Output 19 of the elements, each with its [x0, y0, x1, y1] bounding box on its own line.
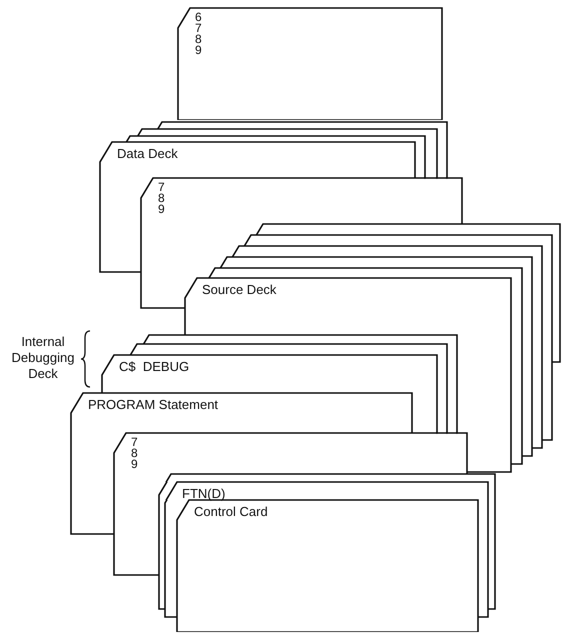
card-label: C$ DEBUG [119, 360, 190, 374]
punched-card [70, 392, 413, 433]
punched-card [99, 141, 416, 178]
punched-card [184, 277, 512, 335]
card-label: FTN(D) [182, 487, 226, 501]
card-label: Data Deck [117, 147, 178, 161]
row-numbers: 7 8 9 [158, 182, 166, 215]
punched-card [176, 499, 479, 632]
punched-card [177, 7, 443, 120]
punched-card [113, 432, 468, 474]
card-label: Control Card [194, 505, 268, 519]
row-numbers: 6 7 8 9 [195, 12, 203, 56]
card-label: Source Deck [202, 283, 276, 297]
punched-card [101, 354, 438, 393]
bracket-label: Internal Debugging Deck [10, 334, 76, 382]
row-numbers: 7 8 9 [131, 437, 139, 470]
card-label: PROGRAM Statement [88, 398, 218, 412]
punched-card [140, 177, 463, 224]
punched-card [164, 481, 489, 500]
